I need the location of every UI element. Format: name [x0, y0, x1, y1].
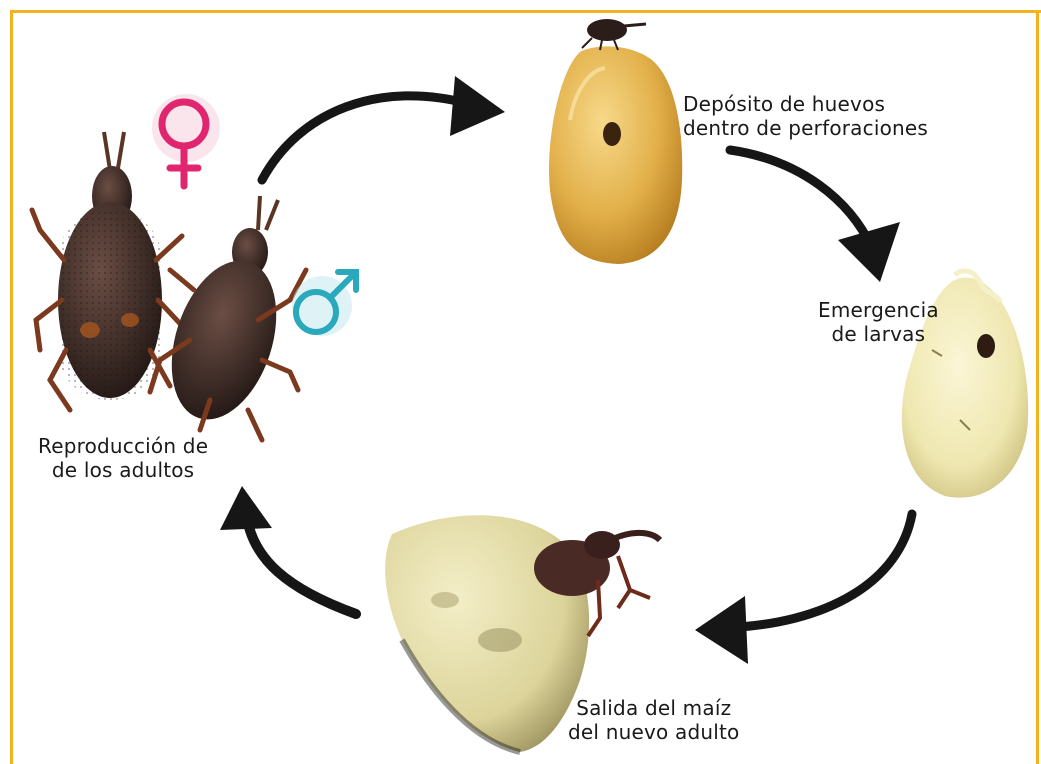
weevil-on-kernel: [582, 19, 646, 50]
arrow-to-reproduction: [220, 486, 356, 614]
stage-label-larvae-line1: Emergencia: [818, 298, 939, 322]
arrow-to-larvae: [730, 150, 900, 282]
stage-label-larvae-line2: de larvas: [818, 322, 939, 346]
stage-label-exit-line1: Salida del maíz: [568, 696, 739, 720]
stage-label-reproduction: Reproducción de de los adultos: [38, 434, 208, 482]
stage-label-deposit: Depósito de huevos dentro de perforacion…: [683, 92, 928, 140]
stage-label-larvae: Emergencia de larvas: [818, 298, 939, 346]
arrow-to-exit: [695, 514, 912, 664]
stage-label-exit: Salida del maíz del nuevo adulto: [568, 696, 739, 744]
female-weevil: [32, 132, 186, 410]
stage-label-deposit-line1: Depósito de huevos: [683, 92, 928, 116]
stage-label-reproduction-line1: Reproducción de: [38, 434, 208, 458]
stage-label-exit-line2: del nuevo adulto: [568, 720, 739, 744]
kernel-with-hole: [549, 46, 682, 264]
arrow-to-deposit: [262, 76, 505, 180]
female-symbol-icon: [152, 94, 220, 186]
stage-label-reproduction-line2: de los adultos: [38, 458, 208, 482]
stage-label-deposit-line2: dentro de perforaciones: [683, 116, 928, 140]
